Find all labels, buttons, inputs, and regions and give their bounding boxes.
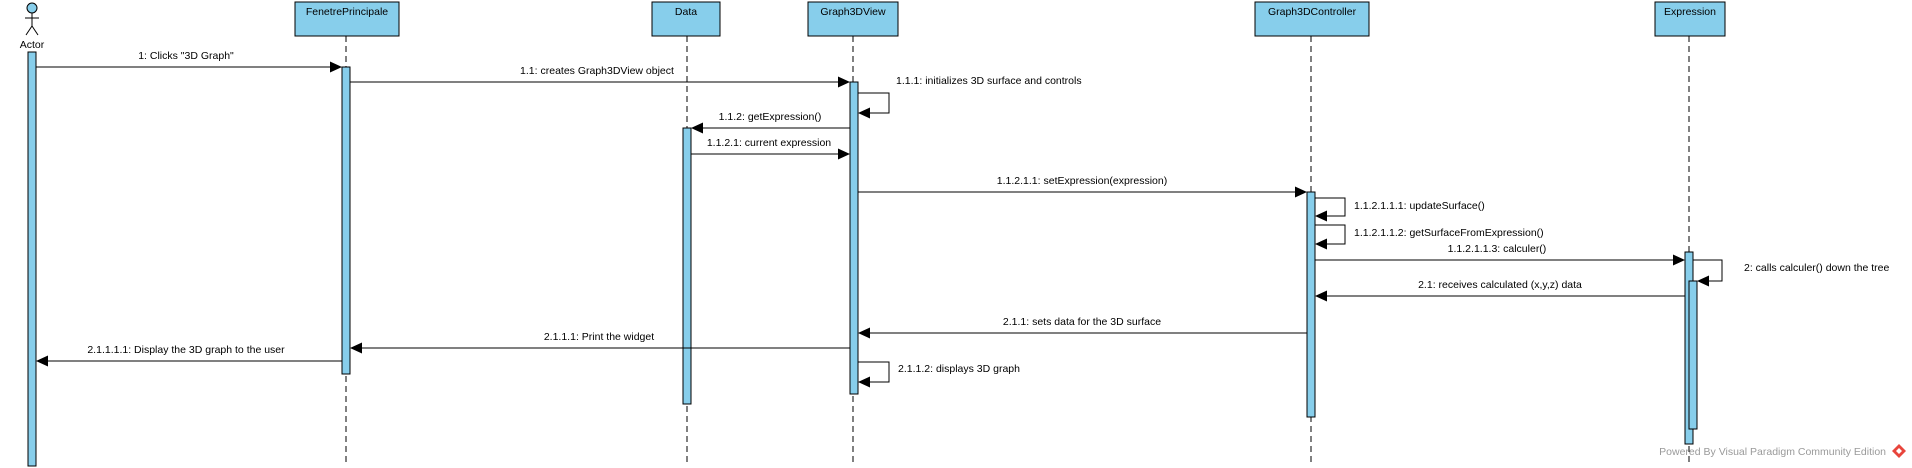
- message-1-1-2-1-1-3-calculer[interactable]: 1.1.2.1.1.3: calculer(): [1315, 243, 1685, 266]
- message-2-1-1-sets-data[interactable]: 2.1.1: sets data for the 3D surface: [858, 316, 1307, 339]
- lifeline-label: Data: [675, 6, 697, 18]
- arrowhead-icon: [858, 107, 870, 119]
- arrowhead-icon: [350, 342, 362, 354]
- lifeline-box: [294, 1, 400, 37]
- arrowhead-icon: [858, 376, 870, 388]
- actor[interactable]: Actor: [20, 2, 45, 51]
- arrowhead-icon: [691, 122, 703, 134]
- activation-bar-data[interactable]: [682, 127, 692, 405]
- message-label: 2.1.1: sets data for the 3D surface: [1003, 316, 1161, 328]
- lifeline-box: [1254, 1, 1370, 37]
- actor-left-leg-icon: [25, 25, 33, 36]
- message-label: 1.1.2.1.1.2: getSurfaceFromExpression(): [1354, 227, 1544, 239]
- activation-bar-fenetre-principale[interactable]: [341, 66, 351, 375]
- arrowhead-icon: [1697, 275, 1709, 287]
- message-2-calls-calculer[interactable]: 2: calls calculer() down the tree: [1693, 259, 1889, 287]
- actor-right-leg-icon: [31, 25, 39, 36]
- message-label: 2.1.1.2: displays 3D graph: [898, 363, 1020, 375]
- message-1-1-2-1-current-expression[interactable]: 1.1.2.1: current expression: [691, 137, 850, 160]
- lifeline-label: Graph3DController: [1268, 6, 1357, 18]
- arrowhead-icon: [838, 76, 850, 88]
- actor-head-icon: [26, 2, 38, 14]
- lifeline-expression[interactable]: Expression: [1654, 1, 1726, 37]
- arrowhead-icon: [1315, 210, 1327, 222]
- message-label: 2.1.1.1: Print the widget: [544, 331, 654, 343]
- lifeline-graph3dview[interactable]: Graph3DView: [807, 1, 899, 37]
- message-2-1-1-2-displays-graph[interactable]: 2.1.1.2: displays 3D graph: [858, 361, 1020, 388]
- watermark-text: Powered By Visual Paradigm Community Edi…: [1659, 446, 1886, 458]
- message-label: 2.1.1.1.1: Display the 3D graph to the u…: [87, 344, 285, 356]
- message-2-1-1-1-1-display-graph[interactable]: 2.1.1.1.1: Display the 3D graph to the u…: [36, 344, 342, 367]
- activation-bar-graph3dview[interactable]: [849, 81, 859, 395]
- message-1-clicks-3d-graph[interactable]: 1: Clicks "3D Graph": [36, 50, 342, 73]
- arrowhead-icon: [1673, 254, 1685, 266]
- message-2-1-receives-data[interactable]: 2.1: receives calculated (x,y,z) data: [1315, 279, 1685, 302]
- arrowhead-icon: [1315, 290, 1327, 302]
- arrowhead-icon: [330, 61, 342, 73]
- activation-bar-actor[interactable]: [27, 51, 37, 467]
- lifeline-label: FenetrePrincipale: [306, 6, 388, 18]
- arrowhead-icon: [1295, 186, 1307, 198]
- lifeline-graph3dcontroller[interactable]: Graph3DController: [1254, 1, 1370, 37]
- lifeline-label: Expression: [1664, 6, 1716, 18]
- lifeline-box: [1654, 1, 1726, 37]
- lifeline-box: [651, 1, 721, 37]
- message-line: [858, 361, 890, 383]
- message-line: [1693, 259, 1723, 282]
- lifeline-box: [807, 1, 899, 37]
- arrowhead-icon: [1315, 238, 1327, 250]
- lifeline-fenetre-principale[interactable]: FenetrePrincipale: [294, 1, 400, 37]
- message-label: 1.1.1: initializes 3D surface and contro…: [896, 75, 1082, 87]
- message-2-1-1-1-print-widget[interactable]: 2.1.1.1: Print the widget: [350, 331, 850, 354]
- arrowhead-icon: [858, 327, 870, 339]
- activation-bar-graph3dcontroller[interactable]: [1306, 191, 1316, 418]
- message-line: [1315, 197, 1346, 217]
- message-1-1-creates-graph3dview[interactable]: 1.1: creates Graph3DView object: [350, 65, 850, 88]
- message-1-1-2-get-expression[interactable]: 1.1.2: getExpression(): [691, 111, 850, 134]
- actor-label: Actor: [20, 39, 45, 51]
- message-1-1-1-initializes-surface[interactable]: 1.1.1: initializes 3D surface and contro…: [858, 75, 1082, 119]
- lifeline-label: Graph3DView: [820, 6, 886, 18]
- arrowhead-icon: [838, 148, 850, 160]
- message-1-1-2-1-1-2-get-surface[interactable]: 1.1.2.1.1.2: getSurfaceFromExpression(): [1315, 224, 1544, 250]
- visual-paradigm-logo-icon: [1892, 444, 1906, 458]
- message-label: 1.1.2.1: current expression: [707, 137, 831, 149]
- lifeline-data[interactable]: Data: [651, 1, 721, 37]
- watermark: Powered By Visual Paradigm Community Edi…: [1659, 444, 1906, 458]
- message-line: [858, 92, 890, 114]
- message-label: 1: Clicks "3D Graph": [138, 50, 234, 62]
- message-1-1-2-1-1-set-expression[interactable]: 1.1.2.1.1: setExpression(expression): [858, 175, 1307, 198]
- message-label: 1.1.2.1.1.3: calculer(): [1448, 243, 1547, 255]
- message-label: 1.1.2: getExpression(): [719, 111, 822, 123]
- message-label: 1.1.2.1.1: setExpression(expression): [997, 175, 1167, 187]
- message-label: 2.1: receives calculated (x,y,z) data: [1418, 279, 1582, 291]
- activation-bar-expression-nested[interactable]: [1688, 280, 1698, 430]
- message-label: 2: calls calculer() down the tree: [1744, 262, 1889, 274]
- message-line: [1315, 224, 1346, 245]
- arrowhead-icon: [36, 355, 48, 367]
- message-label: 1.1: creates Graph3DView object: [520, 65, 674, 77]
- message-label: 1.1.2.1.1.1: updateSurface(): [1354, 200, 1485, 212]
- message-1-1-2-1-1-1-update-surface[interactable]: 1.1.2.1.1.1: updateSurface(): [1315, 197, 1485, 222]
